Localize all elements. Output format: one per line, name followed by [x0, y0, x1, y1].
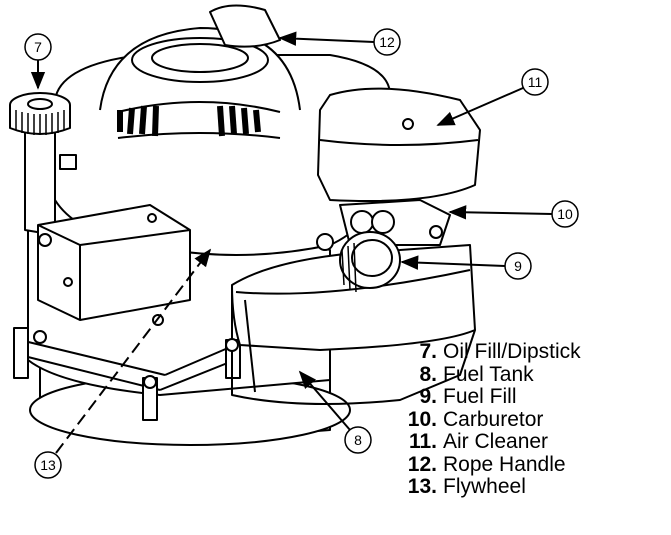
- legend-label: Fuel Tank: [443, 362, 534, 386]
- callout-8: 8: [298, 370, 372, 454]
- callout-9-label: 9: [514, 258, 522, 274]
- legend-number: 7.: [419, 340, 437, 363]
- callout-10-label: 10: [557, 206, 573, 222]
- legend-item-carburetor: 10.Carburetor: [395, 407, 665, 432]
- legend-label: Carburetor: [443, 407, 544, 431]
- callout-13-label: 13: [40, 457, 56, 473]
- oil-fill-tube: [24, 130, 56, 236]
- legend-label: Rope Handle: [443, 452, 566, 476]
- legend-number: 13.: [407, 475, 437, 498]
- legend-item-oil-fill: 7. Oil Fill/Dipstick: [395, 340, 665, 364]
- legend-item-rope-handle: 12.Rope Handle: [395, 452, 665, 477]
- legend-item-fuel-tank: 8.Fuel Tank: [395, 362, 665, 387]
- legend-label: Air Cleaner: [443, 430, 549, 453]
- callout-8-label: 8: [354, 432, 362, 448]
- callout-13: 13: [34, 248, 212, 479]
- legend-label: Flywheel: [443, 475, 526, 498]
- legend-number: 11.: [408, 430, 437, 453]
- legend-number: 10.: [407, 407, 437, 431]
- callout-11-label: 11: [528, 74, 543, 90]
- callout-12-label: 12: [379, 34, 395, 50]
- callout-12: 12: [278, 28, 401, 56]
- legend-number: 9.: [419, 385, 437, 408]
- legend-item-air-cleaner: 11. Air Cleaner: [395, 430, 665, 454]
- legend-item-fuel-fill: 9. Fuel Fill: [395, 385, 665, 409]
- legend-label: Oil Fill/Dipstick: [443, 340, 581, 363]
- fuel-tank: [231, 244, 476, 351]
- callout-9: 9: [400, 252, 532, 280]
- engine-illustration: [9, 4, 481, 446]
- callout-11: 11: [436, 68, 549, 126]
- legend-label: Fuel Fill: [443, 385, 517, 408]
- legend-number: 8.: [419, 362, 437, 386]
- parts-legend: 7. Oil Fill/Dipstick 8.Fuel Tank 9. Fuel F…: [395, 340, 665, 499]
- callout-10: 10: [448, 200, 579, 228]
- callout-7: 7: [24, 33, 52, 90]
- legend-number: 12.: [407, 452, 437, 476]
- callout-7-label: 7: [34, 39, 42, 55]
- cylinder-shroud: [37, 204, 191, 321]
- legend-item-flywheel: 13. Flywheel: [395, 475, 665, 499]
- blower-grille: [117, 105, 261, 137]
